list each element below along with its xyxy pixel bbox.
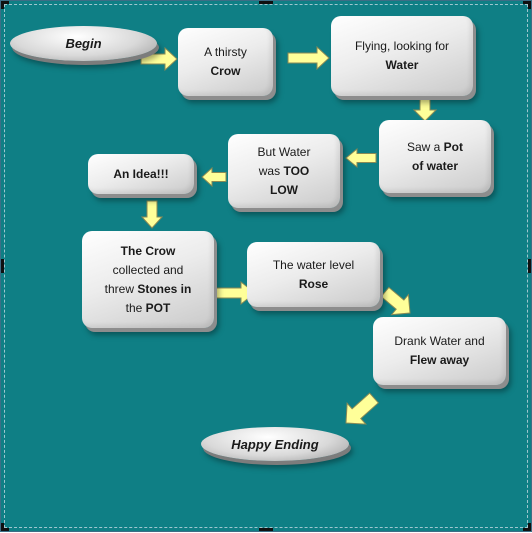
selection-handle[interactable] <box>528 259 531 273</box>
step-text-line: The water level <box>273 256 354 275</box>
step-text-emphasis: TOO <box>283 163 310 178</box>
step-text-line: threw Stones in <box>105 280 192 299</box>
step-text-emphasis: Pot <box>443 139 464 154</box>
step-text-line: the POT <box>126 299 171 318</box>
step-text-line: A thirsty <box>204 43 247 62</box>
selection-handle[interactable] <box>528 523 531 531</box>
step-text-line: Saw a Pot <box>407 138 463 157</box>
step-text-line: Flew away <box>410 351 469 370</box>
step-text-line: An Idea!!! <box>113 165 168 184</box>
step-text-line: Rose <box>299 275 328 294</box>
step-text-line: of water <box>412 157 458 176</box>
arrow-rose-to-drank <box>380 286 411 316</box>
selection-handle[interactable] <box>523 1 531 4</box>
step-text: of water <box>411 158 458 173</box>
selection-handle[interactable] <box>259 528 273 531</box>
selection-handle[interactable] <box>523 528 531 531</box>
step-text-line: Drank Water and <box>394 332 484 351</box>
happy-ending-node[interactable]: Happy Ending <box>201 427 349 461</box>
step-text: collected and <box>112 262 184 277</box>
step-text: The Crow <box>120 243 176 258</box>
step-text: Flying, looking for <box>354 39 450 53</box>
selection-handle[interactable] <box>1 528 9 531</box>
step-text: An Idea!!! <box>113 166 169 181</box>
selection-handle[interactable] <box>1 259 4 273</box>
step-text: Rose <box>298 276 329 291</box>
step-text-emphasis: POT <box>145 300 171 315</box>
step-text: Saw a <box>406 139 444 154</box>
selection-handle[interactable] <box>528 1 531 9</box>
step-text: LOW <box>270 182 298 197</box>
arrow-drank-to-ending <box>345 392 380 425</box>
step-text: Water <box>385 58 419 72</box>
arrow-saw-pot-to-too-low <box>345 147 377 169</box>
step-text-emphasis: Stones in <box>137 281 192 296</box>
step-text-line: Flying, looking for <box>355 37 449 56</box>
happy-ending-label: Happy Ending <box>231 436 319 452</box>
selection-handle[interactable] <box>1 523 4 531</box>
selection-handle[interactable] <box>1 1 4 9</box>
step-text: But Water <box>257 144 311 159</box>
step-text-line: LOW <box>270 181 298 200</box>
arrow-too-low-to-idea <box>201 166 227 188</box>
step-an-idea[interactable]: An Idea!!! <box>88 154 194 194</box>
step-text-line: was TOO <box>259 162 309 181</box>
step-text-line: Crow <box>211 62 241 81</box>
arrow-flying-to-saw-pot <box>412 95 438 122</box>
arrow-idea-to-threw-stones <box>140 200 164 229</box>
step-text: the <box>125 300 146 315</box>
step-text: was <box>258 163 284 178</box>
step-text: The water level <box>272 257 355 272</box>
step-text-line: The Crow <box>121 242 176 261</box>
step-text: Flew away <box>409 353 470 367</box>
begin-node[interactable]: Begin <box>10 26 157 61</box>
step-text: Drank Water and <box>394 334 485 348</box>
step-text-line: collected and <box>113 261 184 280</box>
selection-handle[interactable] <box>259 1 273 4</box>
step-text-line: But Water <box>258 143 311 162</box>
step-text: Crow <box>210 64 241 78</box>
begin-label: Begin <box>65 36 102 51</box>
step-text-line: Water <box>386 56 419 75</box>
arrow-thirsty-to-flying <box>287 45 330 71</box>
step-text: threw <box>104 281 138 296</box>
step-text: A thirsty <box>204 45 247 59</box>
selection-handle[interactable] <box>1 1 9 4</box>
